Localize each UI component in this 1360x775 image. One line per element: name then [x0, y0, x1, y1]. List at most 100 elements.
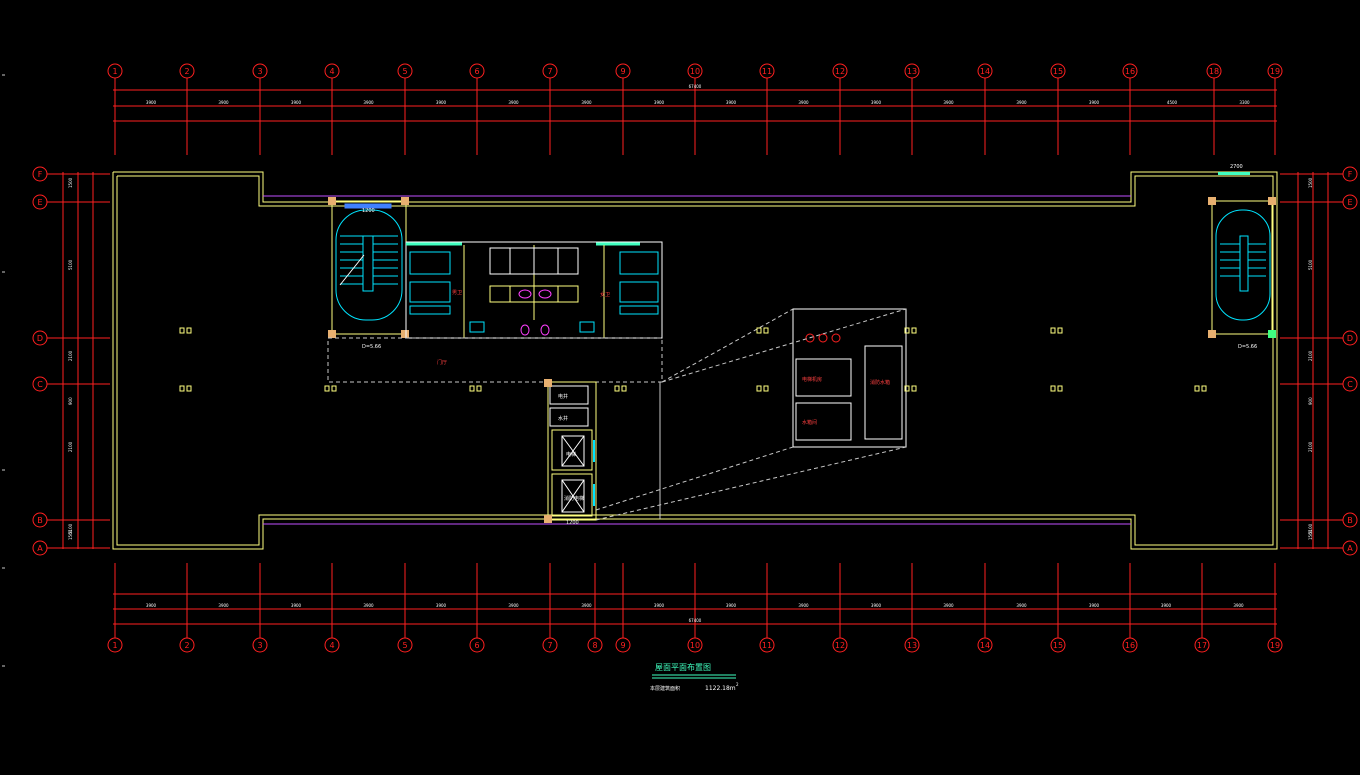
- svg-text:8: 8: [592, 641, 597, 650]
- bottom-dim: 3900: [1089, 603, 1100, 608]
- axis-bubble-top-14: 14: [977, 63, 993, 79]
- axis-bubble-bottom-7: 7: [542, 637, 558, 653]
- building-outline: [112, 171, 1278, 550]
- axis-bubble-right-C: C: [1342, 376, 1358, 392]
- axis-bubble-top-16: 16: [1122, 63, 1138, 79]
- bottom-dim: 3900: [798, 603, 809, 608]
- svg-text:D: D: [1347, 334, 1353, 343]
- column: [904, 327, 910, 334]
- left-stair-core: [328, 197, 409, 338]
- left-dim: 2100: [68, 350, 73, 361]
- column: [1057, 327, 1063, 334]
- bottom-dim: 3900: [218, 603, 229, 608]
- axis-bubble-bottom-19: 19: [1267, 637, 1283, 653]
- svg-text:15: 15: [1053, 67, 1063, 76]
- axis-bubble-bottom-6: 6: [469, 637, 485, 653]
- svg-text:C: C: [37, 380, 43, 389]
- column: [621, 385, 627, 392]
- svg-text:13: 13: [907, 67, 917, 76]
- column: [331, 385, 337, 392]
- dim-1200-label: 1200: [362, 208, 375, 214]
- bottom-dim: 3900: [943, 603, 954, 608]
- top-dim: 3900: [146, 100, 157, 105]
- bottom-dim: 3900: [1016, 603, 1027, 608]
- bottom-total-dim: 67400: [689, 618, 702, 623]
- right-dim: 1500: [1308, 529, 1313, 540]
- svg-text:10: 10: [690, 67, 700, 76]
- top-dim: 3300: [1239, 100, 1250, 105]
- svg-text:F: F: [1348, 170, 1353, 179]
- right-dim: 5100: [1308, 523, 1313, 534]
- axis-bubble-top-2: 2: [179, 63, 195, 79]
- column: [179, 327, 185, 334]
- axis-bubble-top-9: 9: [615, 63, 631, 79]
- elevator-2-label: 消防电梯: [564, 495, 584, 502]
- svg-text:E: E: [37, 198, 42, 207]
- svg-text:18: 18: [1209, 67, 1219, 76]
- axis-bubble-top-12: 12: [832, 63, 848, 79]
- top-dim: 3900: [218, 100, 229, 105]
- svg-text:6: 6: [474, 641, 479, 650]
- area-value: 1122.18m: [705, 685, 736, 692]
- bottom-dim: 3900: [291, 603, 302, 608]
- column: [324, 385, 330, 392]
- top-dim: 3900: [291, 100, 302, 105]
- right-dim: 900: [1308, 397, 1313, 405]
- svg-text:C: C: [1347, 380, 1353, 389]
- svg-text:9: 9: [620, 641, 625, 650]
- svg-text:12: 12: [835, 67, 845, 76]
- axis-bubble-bottom-13: 13: [904, 637, 920, 653]
- top-dim: 3900: [798, 100, 809, 105]
- area-superscript: 2: [736, 682, 739, 687]
- axis-bubble-bottom-3: 3: [252, 637, 268, 653]
- top-dim: 3900: [363, 100, 374, 105]
- machine-room-3-label: 消防水箱: [870, 379, 890, 386]
- area-label: 本层建筑面积: [650, 685, 680, 692]
- svg-text:3: 3: [257, 641, 262, 650]
- bottom-dim: 3900: [1161, 603, 1172, 608]
- column: [469, 385, 475, 392]
- column: [186, 385, 192, 392]
- column: [911, 327, 917, 334]
- svg-text:12: 12: [835, 641, 845, 650]
- svg-text:9: 9: [620, 67, 625, 76]
- svg-text:A: A: [37, 544, 43, 553]
- axis-bubble-left-B: B: [32, 512, 48, 528]
- axis-bubble-bottom-9: 9: [615, 637, 631, 653]
- column: [1201, 385, 1207, 392]
- axis-bubble-left-A: A: [32, 540, 48, 556]
- axis-bubble-bottom-14: 14: [977, 637, 993, 653]
- bottom-dim: 3900: [871, 603, 882, 608]
- column: [756, 385, 762, 392]
- bottom-dim: 3900: [363, 603, 374, 608]
- svg-text:3: 3: [257, 67, 262, 76]
- top-dim: 3900: [871, 100, 882, 105]
- bottom-dim: 3900: [146, 603, 157, 608]
- toilet-right-label: 女卫: [600, 291, 610, 298]
- svg-text:F: F: [38, 170, 43, 179]
- toilet-left-label: 男卫: [452, 290, 462, 296]
- axis-bubble-top-6: 6: [469, 63, 485, 79]
- stair-right-label: D=5.66: [1238, 344, 1257, 350]
- columns: [179, 327, 1207, 392]
- axis-bubble-bottom-5: 5: [397, 637, 413, 653]
- column: [756, 327, 762, 334]
- svg-text:B: B: [37, 516, 43, 525]
- axis-bubble-bottom-1: 1: [107, 637, 123, 653]
- svg-text:4: 4: [329, 67, 334, 76]
- top-dim: 4500: [1167, 100, 1178, 105]
- top-total-dim: 67400: [689, 84, 702, 89]
- axis-bubble-top-10: 10: [687, 63, 703, 79]
- axis-bubble-top-18: 18: [1206, 63, 1222, 79]
- top-dim: 3900: [1016, 100, 1027, 105]
- svg-text:6: 6: [474, 67, 479, 76]
- top-dim: 3900: [436, 100, 447, 105]
- svg-text:7: 7: [547, 641, 552, 650]
- axis-bubble-top-7: 7: [542, 63, 558, 79]
- machine-room-2-label: 水箱间: [802, 419, 817, 426]
- top-dim: 3900: [726, 100, 737, 105]
- axis-bubble-bottom-12: 12: [832, 637, 848, 653]
- axis-bubble-right-D: D: [1342, 330, 1358, 346]
